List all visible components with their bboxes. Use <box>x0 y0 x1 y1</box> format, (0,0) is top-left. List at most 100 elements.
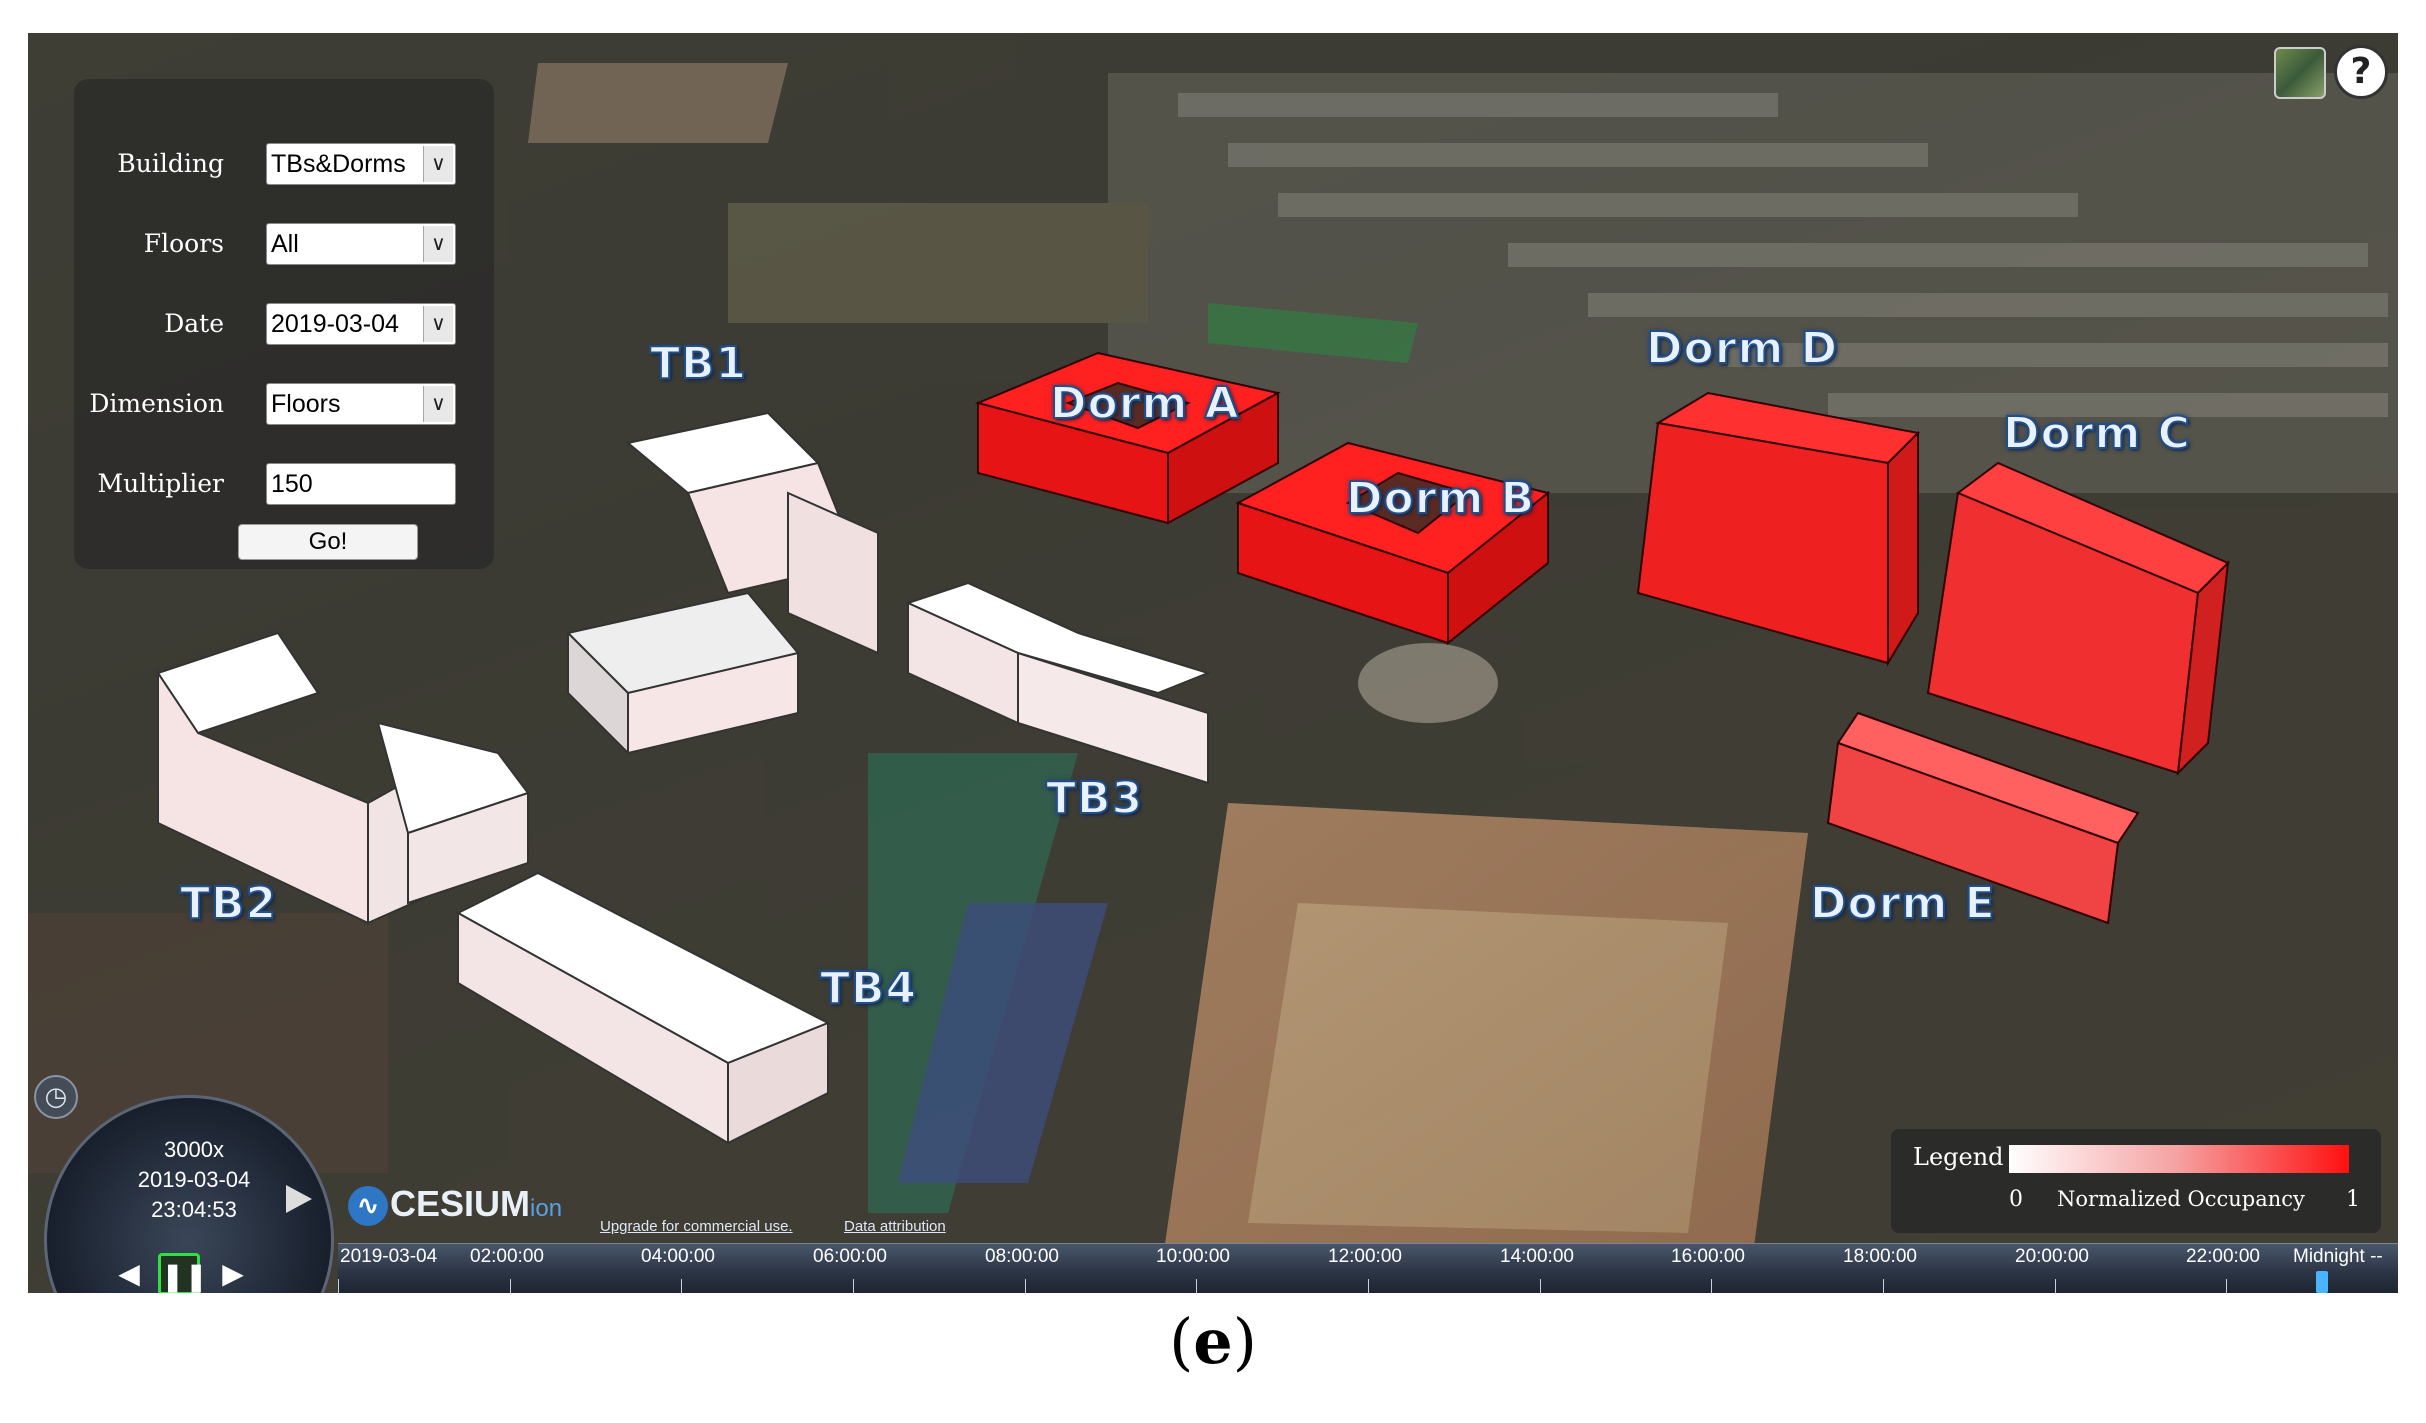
building-dorm-c-model[interactable] <box>1926 461 2230 776</box>
animation-widget: ◷ 3000x 2019-03-04 23:04:53 ◀ ❚❚ ▶ <box>34 1075 334 1293</box>
animation-time: 23:04:53 <box>151 1197 237 1222</box>
building-dorm-d-model[interactable] <box>1636 391 1921 667</box>
timeline-tick-label: 14:00:00 <box>1500 1246 1574 1267</box>
chevron-down-icon[interactable]: ∨ <box>423 306 453 342</box>
chevron-down-icon[interactable]: ∨ <box>423 146 453 182</box>
date-label: Date <box>164 309 224 338</box>
building-tb3-model[interactable] <box>905 581 1212 785</box>
label-dorm-a: Dorm A <box>1049 377 1240 430</box>
label-dorm-b: Dorm B <box>1345 472 1536 525</box>
timeline-tick-label: 02:00:00 <box>470 1246 544 1267</box>
timeline-tick-label: Midnight -- <box>2293 1246 2383 1267</box>
building-tb4-model[interactable] <box>455 871 831 1145</box>
help-icon: ? <box>2350 51 2372 92</box>
timeline-tick-label: 06:00:00 <box>813 1246 887 1267</box>
label-dorm-d: Dorm D <box>1645 322 1839 375</box>
legend: Legend 0 Normalized Occupancy 1 <box>1891 1129 2381 1233</box>
label-dorm-c: Dorm C <box>2002 407 2191 460</box>
building-dorm-e-model[interactable] <box>1826 711 2140 925</box>
legend-color-bar <box>2009 1145 2349 1173</box>
chevron-down-icon[interactable]: ∨ <box>423 226 453 262</box>
dimension-select-value: Floors <box>271 390 341 418</box>
pause-icon[interactable]: ❚❚ <box>158 1253 208 1293</box>
data-attribution-link[interactable]: Data attribution <box>844 1218 946 1235</box>
timeline-tick-label: 04:00:00 <box>641 1246 715 1267</box>
legend-min-value: 0 <box>2009 1187 2023 1212</box>
date-row: Date 2019-03-04 ∨ <box>74 301 494 349</box>
caption-letter: e <box>1193 1305 1233 1378</box>
cesium-logo-icon: ∿ <box>348 1186 388 1227</box>
building-dorm-a-model[interactable] <box>974 351 1281 525</box>
floors-select-value: All <box>271 230 299 258</box>
timeline-tick <box>2226 1279 2227 1293</box>
timeline-tick-label: 16:00:00 <box>1671 1246 1745 1267</box>
caption-open-paren: ( <box>1169 1305 1194 1378</box>
cesium-logo-text: CESIUM <box>390 1183 531 1224</box>
timeline-needle[interactable] <box>2316 1271 2328 1293</box>
building-select[interactable]: TBs&Dorms ∨ <box>266 143 456 185</box>
building-tb1-model[interactable] <box>566 411 879 756</box>
clock-icon[interactable]: ◷ <box>34 1075 78 1119</box>
building-tb2-model[interactable] <box>156 631 530 925</box>
timeline-tick <box>681 1279 682 1293</box>
satellite-scene[interactable] <box>28 33 2398 1293</box>
help-button[interactable]: ? <box>2334 45 2388 99</box>
ion-logo-text: ion <box>530 1195 563 1222</box>
figure-caption: (e) <box>0 1305 2426 1378</box>
legend-max-value: 1 <box>2346 1187 2360 1212</box>
timeline[interactable]: 2019-03-04 02:00:00 04:00:00 06:00:00 08… <box>338 1243 2398 1293</box>
timeline-tick <box>853 1279 854 1293</box>
building-dorm-b-model[interactable] <box>1235 441 1551 646</box>
multiplier-label: Multiplier <box>97 469 224 498</box>
multiplier-input[interactable]: 150 <box>266 463 456 505</box>
timeline-tick-label: 12:00:00 <box>1328 1246 1402 1267</box>
base-layer-picker-button[interactable] <box>2274 47 2326 99</box>
timeline-tick-label: 08:00:00 <box>985 1246 1059 1267</box>
timeline-tick <box>1883 1279 1884 1293</box>
floors-select[interactable]: All ∨ <box>266 223 456 265</box>
label-dorm-e: Dorm E <box>1809 877 1996 930</box>
chevron-down-icon[interactable]: ∨ <box>423 386 453 422</box>
animation-date: 2019-03-04 <box>137 1167 251 1192</box>
timeline-tick <box>510 1279 511 1293</box>
timeline-tick-label: 22:00:00 <box>2186 1246 2260 1267</box>
label-tb2: TB2 <box>179 877 278 930</box>
floors-row: Floors All ∨ <box>74 221 494 269</box>
timeline-tick-label: 20:00:00 <box>2015 1246 2089 1267</box>
timeline-tick <box>1540 1279 1541 1293</box>
upgrade-link[interactable]: Upgrade for commercial use. <box>600 1218 793 1235</box>
cesium-ion-logo[interactable]: ∿CESIUMion <box>348 1183 562 1227</box>
go-button[interactable]: Go! <box>238 524 418 560</box>
timeline-tick <box>2055 1279 2056 1293</box>
control-panel: Building TBs&Dorms ∨ Floors All ∨ Date 2… <box>74 79 494 569</box>
multiplier-row: Multiplier 150 <box>74 461 494 509</box>
building-label: Building <box>117 149 224 178</box>
label-tb3: TB3 <box>1045 772 1144 825</box>
play-reverse-icon[interactable]: ◀ <box>118 1257 140 1290</box>
shuttle-ring-pointer[interactable] <box>286 1185 312 1213</box>
dimension-select[interactable]: Floors ∨ <box>266 383 456 425</box>
dimension-row: Dimension Floors ∨ <box>74 381 494 429</box>
legend-title: Legend <box>1913 1143 2004 1171</box>
animation-speed: 3000x <box>164 1137 224 1162</box>
label-tb1: TB1 <box>649 337 748 390</box>
label-tb4: TB4 <box>819 962 918 1015</box>
timeline-tick-label: 18:00:00 <box>1843 1246 1917 1267</box>
date-select[interactable]: 2019-03-04 ∨ <box>266 303 456 345</box>
timeline-tick <box>1368 1279 1369 1293</box>
timeline-tick <box>1711 1279 1712 1293</box>
caption-close-paren: ) <box>1232 1305 1257 1378</box>
timeline-tick <box>1196 1279 1197 1293</box>
dimension-label: Dimension <box>89 389 224 418</box>
building-row: Building TBs&Dorms ∨ <box>74 141 494 189</box>
play-forward-icon[interactable]: ▶ <box>222 1257 244 1290</box>
timeline-tick-label: 10:00:00 <box>1156 1246 1230 1267</box>
floors-label: Floors <box>143 229 224 258</box>
building-select-value: TBs&Dorms <box>271 150 406 178</box>
timeline-tick <box>1025 1279 1026 1293</box>
cesium-3d-viewer[interactable]: TB1 TB2 TB3 TB4 Dorm A Dorm B Dorm C Dor… <box>28 33 2398 1293</box>
legend-caption: Normalized Occupancy <box>2057 1187 2305 1211</box>
timeline-tick-label: 2019-03-04 <box>340 1246 438 1267</box>
date-select-value: 2019-03-04 <box>271 310 399 338</box>
timeline-tick <box>338 1279 339 1293</box>
